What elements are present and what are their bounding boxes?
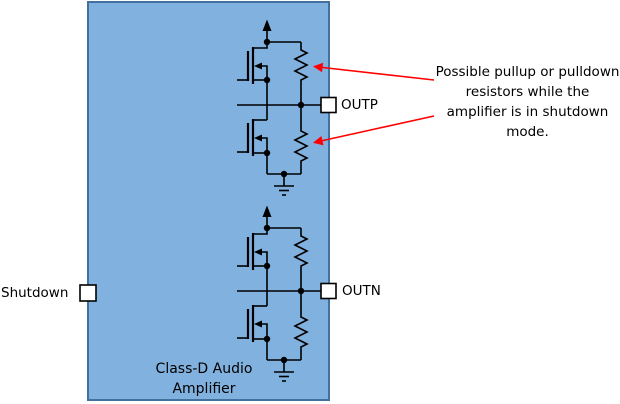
annotation-line3: amplifier is in shutdown [446, 104, 609, 120]
outp-label: OUTP [341, 97, 378, 113]
annotation-line1: Possible pullup or pulldown [435, 64, 620, 80]
annotation-text: Possible pullup or pulldown resistors wh… [420, 62, 620, 142]
amplifier-title-line1: Class-D Audio [155, 361, 253, 377]
amplifier-title: Class-D Audio Amplifier [144, 359, 264, 399]
outn-label: OUTN [342, 283, 381, 299]
outn-port [320, 282, 337, 300]
amplifier-title-line2: Amplifier [172, 381, 236, 397]
shutdown-label: Shutdown [1, 285, 69, 301]
outp-port [320, 96, 337, 114]
arrow-to-pulldown-resistor-icon [313, 115, 435, 146]
amplifier-box [87, 1, 330, 401]
shutdown-port [79, 284, 97, 302]
annotation-line4: mode. [506, 124, 549, 140]
annotation-line2: resistors while the [465, 84, 590, 100]
arrow-to-pullup-resistor-icon [313, 62, 435, 81]
annotation-arrows [313, 62, 435, 146]
